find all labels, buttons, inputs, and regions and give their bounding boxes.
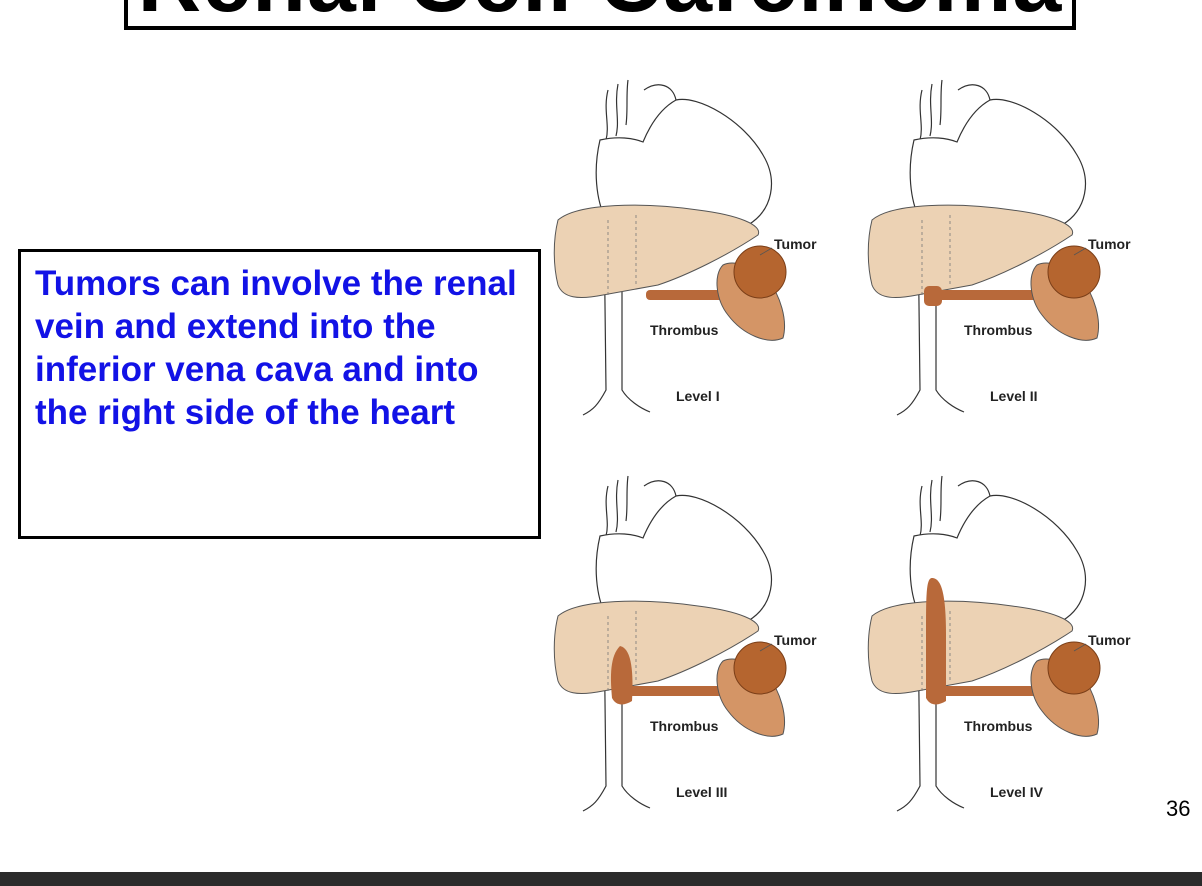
tumor-label: Tumor xyxy=(774,632,817,648)
level-label: Level I xyxy=(676,388,720,404)
thrombus-label: Thrombus xyxy=(650,718,719,734)
slide-title: Renal Cell Carcinoma xyxy=(128,0,1072,26)
level-label: Level IV xyxy=(990,784,1043,800)
anatomy-diagram-level-1 xyxy=(553,79,787,416)
panel-level-1: Tumor Thrombus Level I xyxy=(548,70,838,450)
tumor-label: Tumor xyxy=(1088,632,1131,648)
panel-level-4: Tumor Thrombus Level IV xyxy=(862,466,1152,846)
note-box: Tumors can involve the renal vein and ex… xyxy=(18,249,541,539)
anatomy-diagram-level-4 xyxy=(867,475,1101,812)
page-number: 36 xyxy=(1166,796,1191,821)
thrombus-levels-figure: Tumor Thrombus Level I Tumor Thrombus Le… xyxy=(548,70,1131,830)
panel-level-2: Tumor Thrombus Level II xyxy=(862,70,1152,450)
thrombus-label: Thrombus xyxy=(964,718,1033,734)
bottom-bar xyxy=(0,872,1202,886)
anatomy-diagram-level-2 xyxy=(867,79,1101,416)
level-label: Level III xyxy=(676,784,728,800)
level-label: Level II xyxy=(990,388,1038,404)
tumor-label: Tumor xyxy=(774,236,817,252)
title-box: Renal Cell Carcinoma xyxy=(124,0,1076,30)
thrombus-label: Thrombus xyxy=(650,322,719,338)
panel-level-3: Tumor Thrombus Level III xyxy=(548,466,838,846)
thrombus-label: Thrombus xyxy=(964,322,1033,338)
anatomy-diagram-level-3 xyxy=(553,475,787,812)
tumor-label: Tumor xyxy=(1088,236,1131,252)
note-text: Tumors can involve the renal vein and ex… xyxy=(35,264,517,432)
